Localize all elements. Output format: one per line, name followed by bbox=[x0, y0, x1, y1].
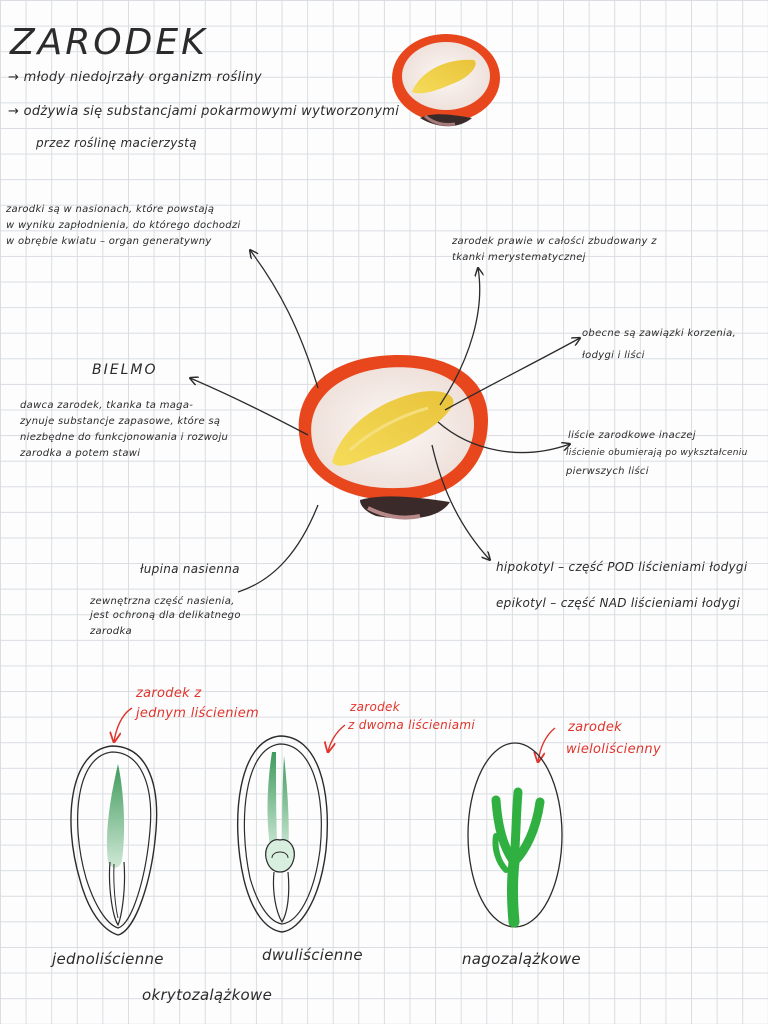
endosperm-line-2: zynuje substancje zapasowe, które są bbox=[20, 416, 221, 427]
dicot-annotation-line-2: z dwoma liścieniami bbox=[348, 718, 475, 732]
polycot-embryo-diagram bbox=[467, 742, 563, 928]
intro-line-1: → młody niedojrzały organizm rośliny bbox=[8, 70, 262, 85]
polycot-annotation-line-1: zarodek bbox=[568, 720, 622, 735]
red-annotation-arrows bbox=[114, 707, 556, 762]
note-cotyledons-line-3: pierwszych liści bbox=[566, 466, 649, 477]
dicot-caption: dwuliścienne bbox=[262, 946, 363, 964]
intro-line-2: → odżywia się substancjami pokarmowymi w… bbox=[8, 104, 400, 119]
note-meristem-line-1: zarodek prawie w całości zbudowany z bbox=[452, 236, 657, 247]
seed-coat-line-1: zewnętrzna część nasienia, bbox=[90, 596, 235, 607]
seed-coat-line-2: jest ochroną dla delikatnego bbox=[90, 610, 241, 621]
note-seeds-line-3: w obrębie kwiatu – organ generatywny bbox=[6, 236, 212, 247]
endosperm-line-1: dawca zarodek, tkanka ta maga- bbox=[20, 400, 194, 411]
endosperm-label: BIELMO bbox=[92, 362, 158, 378]
gymnosperm-caption: nagozalążkowe bbox=[462, 950, 581, 968]
hypocotyl-note: hipokotyl – część POD liścieniami łodygi bbox=[496, 560, 748, 574]
note-cotyledons-line-1: liście zarodkowe inaczej bbox=[568, 430, 696, 441]
epicotyl-note: epikotyl – część NAD liścieniami łodygi bbox=[496, 596, 741, 610]
note-seeds-line-2: w wyniku zapłodnienia, do którego dochod… bbox=[6, 220, 241, 231]
monocot-embryo-diagram bbox=[70, 745, 158, 936]
intro-line-3: przez roślinę macierzystą bbox=[36, 136, 197, 150]
page-title: ZARODEK bbox=[10, 22, 208, 63]
note-rudiments-line-1: obecne są zawiązki korzenia, bbox=[582, 328, 737, 339]
seed-coat-line-3: zarodka bbox=[90, 626, 132, 637]
large-seed-photo bbox=[298, 355, 488, 520]
monocot-annotation-line-1: zarodek z bbox=[136, 686, 202, 701]
endosperm-line-3: niezbędne do funkcjonowania i rozwoju bbox=[20, 432, 229, 443]
small-seed-photo bbox=[392, 34, 500, 127]
seed-coat-label: łupina nasienna bbox=[140, 562, 240, 576]
angiosperm-caption: okrytozalążkowe bbox=[142, 986, 273, 1004]
annotation-arrows bbox=[190, 250, 580, 593]
note-meristem-line-2: tkanki merystematycznej bbox=[452, 252, 586, 263]
polycot-annotation-line-2: wieloliścienny bbox=[566, 742, 661, 757]
dicot-embryo-diagram bbox=[236, 735, 329, 933]
monocot-caption: jednoliścienne bbox=[52, 950, 164, 968]
dicot-annotation-line-1: zarodek bbox=[350, 700, 400, 714]
note-seeds-line-1: zarodki są w nasionach, które powstają bbox=[6, 204, 215, 215]
monocot-annotation-line-2: jednym liścieniem bbox=[136, 706, 259, 721]
note-rudiments-line-2: łodygi i liści bbox=[582, 350, 645, 361]
endosperm-line-4: zarodka a potem stawi bbox=[20, 448, 141, 459]
note-cotyledons-line-2: liścienie obumierają po wykształceniu bbox=[566, 448, 748, 458]
